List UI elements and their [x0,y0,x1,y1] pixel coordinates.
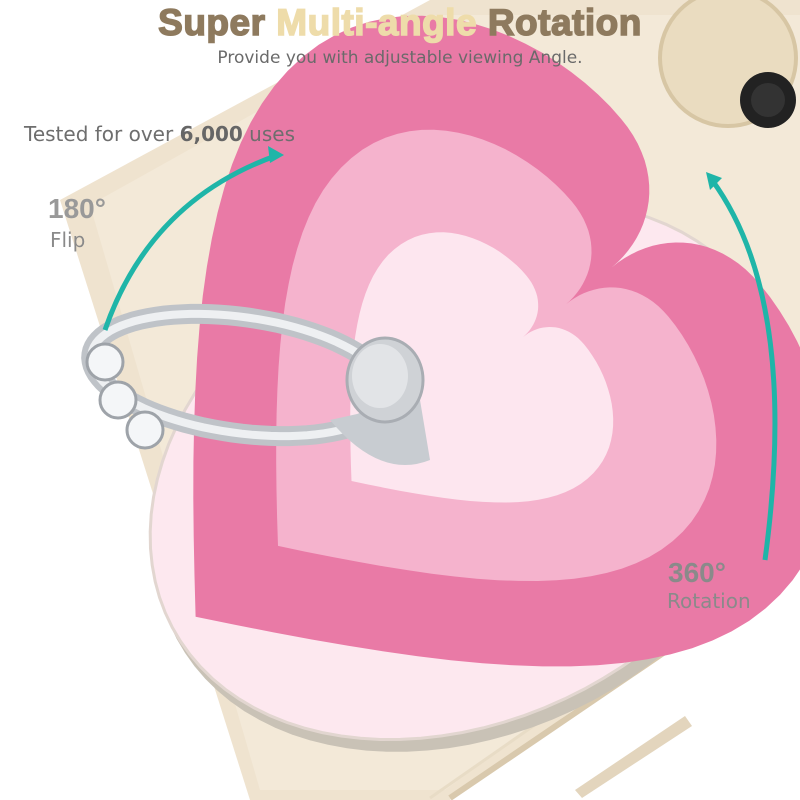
title-part-3: Rotation [477,1,642,44]
tested-prefix: Tested for over [24,122,180,146]
title-part-2: Multi-angle [276,1,478,44]
camera-lens-icon [658,0,798,128]
ring-holder [81,303,430,465]
title-part-1: Super [157,1,277,44]
flip-arrow-icon [102,146,284,331]
page-title: Super Multi-angle Rotation [0,1,800,44]
durability-callout: Tested for over 6,000 uses [24,122,295,146]
rotation-arrow-icon [706,172,778,561]
flip-label: Flip [50,228,86,252]
rotation-degrees: 360° [668,557,726,588]
flip-degrees: 180° [48,193,106,224]
tested-count: 6,000 [179,122,243,146]
rhinestone-icon [85,342,165,450]
subtitle: Provide you with adjustable viewing Angl… [217,48,583,68]
rotation-label: Rotation [667,589,751,613]
tested-suffix: uses [242,122,296,146]
